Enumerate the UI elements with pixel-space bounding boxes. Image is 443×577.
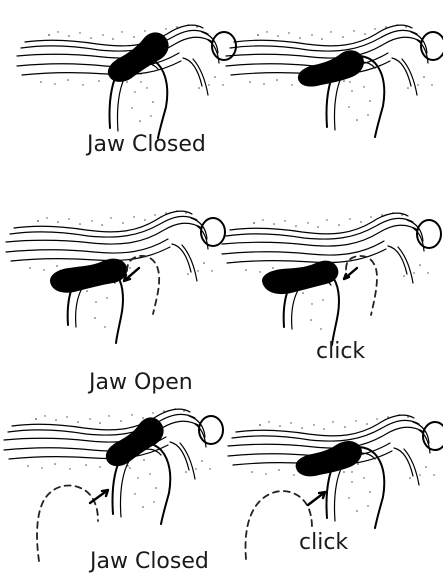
panel-open-left xyxy=(6,210,225,343)
previous-condyle-position xyxy=(346,256,377,315)
panel-open-right xyxy=(222,212,441,345)
label-click-middle: click xyxy=(316,339,365,364)
label-jaw-closed-top: Jaw Closed xyxy=(85,132,206,157)
label-jaw-closed-bottom: Jaw Closed xyxy=(88,549,209,574)
label-jaw-open: Jaw Open xyxy=(87,370,193,395)
previous-condyle-position xyxy=(37,485,98,561)
previous-condyle-position xyxy=(127,256,159,314)
movement-arrow xyxy=(90,490,108,503)
panel-closed-top-left xyxy=(17,24,236,138)
articular-disc xyxy=(108,32,169,82)
panel-closed-top-right xyxy=(226,24,443,137)
articular-disc xyxy=(262,261,338,294)
panel-closed-bottom-left xyxy=(4,408,223,561)
movement-arrow xyxy=(308,492,325,505)
articular-disc xyxy=(298,50,364,86)
label-click-bottom: click xyxy=(299,530,348,555)
articular-disc xyxy=(50,259,127,293)
